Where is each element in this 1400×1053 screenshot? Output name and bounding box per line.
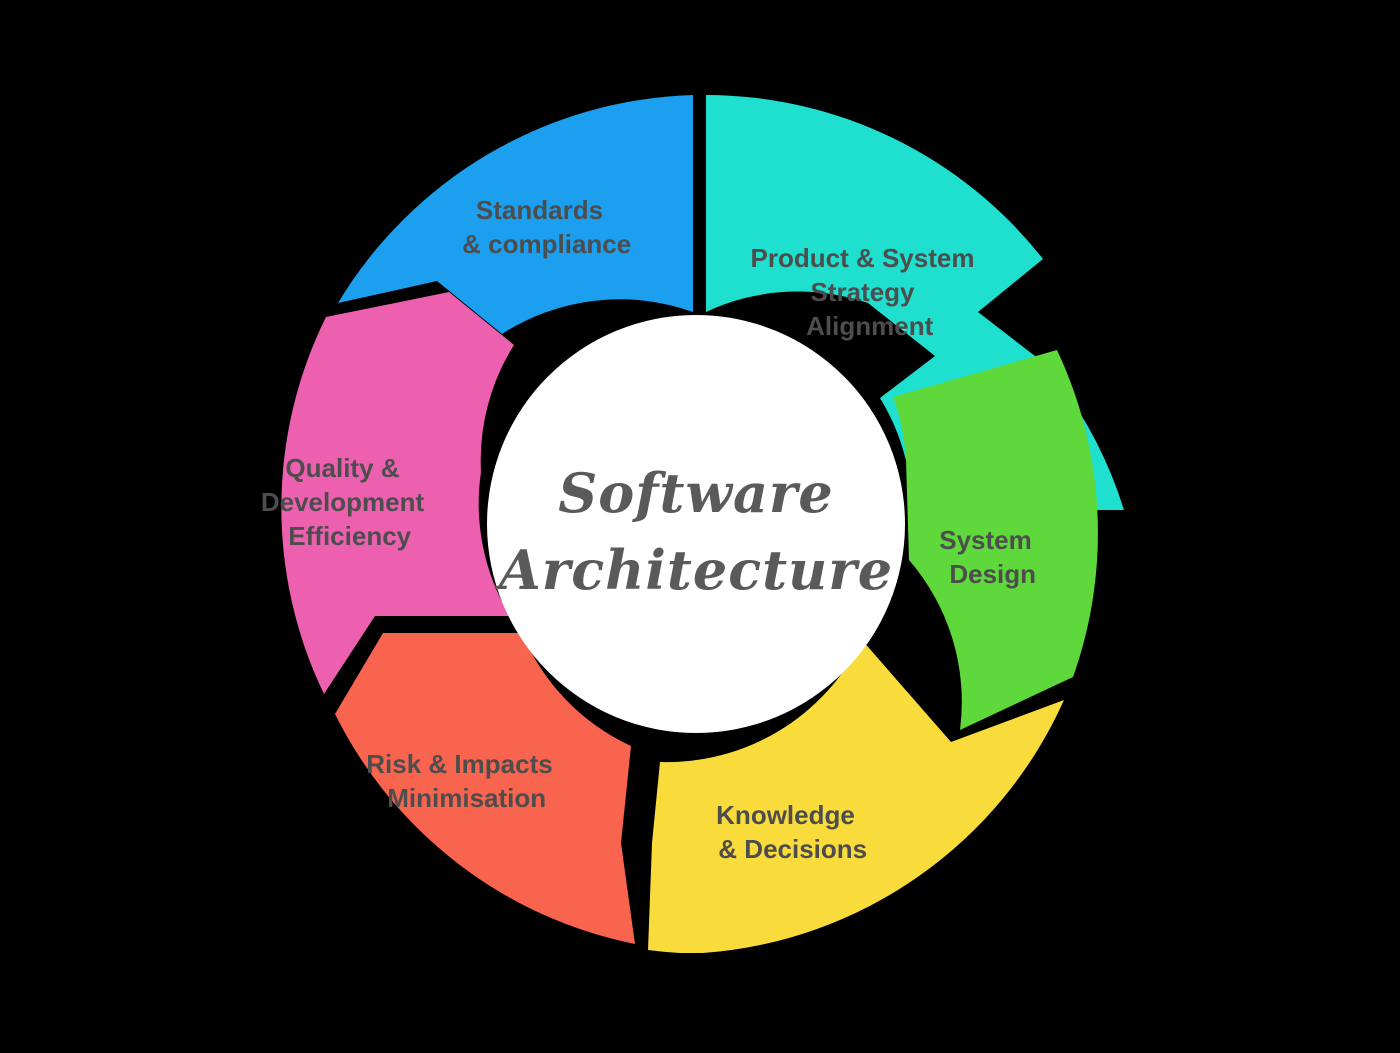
segment-shape-knowledge-decisions[interactable] — [648, 640, 1064, 953]
segment-shape-risk-impacts-minimisation[interactable] — [335, 633, 635, 944]
segment-shape-standards-compliance[interactable] — [338, 95, 693, 334]
segment-standards-compliance[interactable]: Standards & compliance — [338, 95, 693, 334]
segment-shape-system-design[interactable] — [893, 350, 1098, 730]
center-title-line-2: Architecture — [494, 538, 893, 602]
segment-system-design[interactable]: System Design — [893, 350, 1098, 730]
center-title-line-1: Software — [558, 461, 833, 525]
segment-shape-quality-development-efficiency[interactable] — [281, 292, 514, 694]
center-circle — [487, 315, 905, 733]
